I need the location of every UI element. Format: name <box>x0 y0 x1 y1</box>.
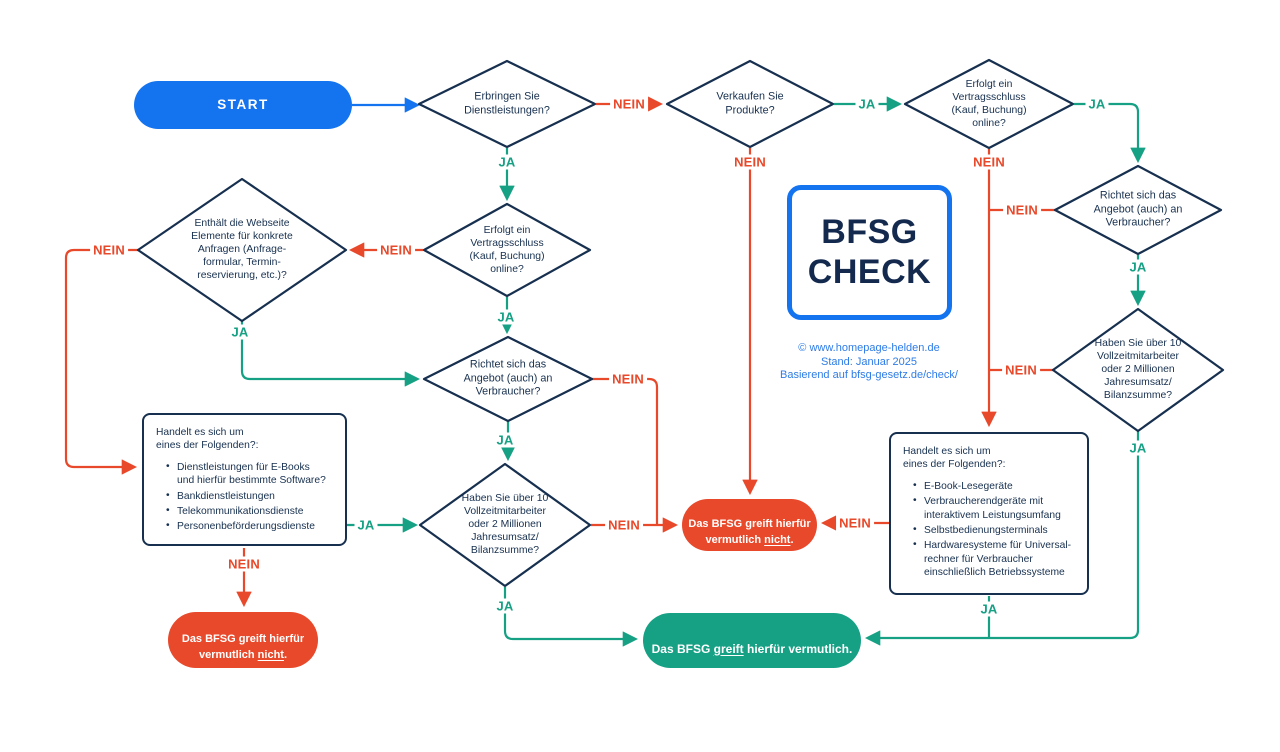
decision-contract-top-shape <box>903 58 1075 150</box>
edge-label-ja: JA <box>1085 96 1109 112</box>
edge-label-nein: NEIN <box>1003 202 1041 218</box>
edge-ja-threshold-right-to-applies <box>864 431 1140 646</box>
edge-label-ja: JA <box>1126 259 1150 275</box>
decision-diamonds <box>136 58 1225 588</box>
result-not-applicable-left: Das BFSG greift hierfür vermutlich nicht… <box>168 612 318 668</box>
edge-ja-threshold-mid-to-applies <box>503 587 639 647</box>
edge-label-ja: JA <box>493 432 517 448</box>
edge-label-nein: NEIN <box>225 556 263 572</box>
decision-products-label: Verkaufen Sie Produkte? <box>716 90 784 116</box>
box-product-categories-list: E-Book-Lesegeräte Verbraucherendgeräte m… <box>903 479 1075 580</box>
edge-label-nein: NEIN <box>90 242 128 258</box>
list-item: Telekommunikationsdienste <box>166 504 333 518</box>
bfsg-check-logo-text: BFSG CHECK <box>807 213 932 291</box>
list-item: Personenbeförderungsdienste <box>166 519 333 533</box>
list-item: Dienstleistungen für E-Books und hierfür… <box>166 460 333 488</box>
list-item: Selbstbedienungsterminals <box>913 523 1075 537</box>
decision-threshold-right-shape <box>1051 307 1225 433</box>
result-text-post: hierfür vermutlich. <box>743 641 853 656</box>
edge-label-ja: JA <box>493 598 517 614</box>
box-product-categories: Handelt es sich um eines der Folgenden?:… <box>889 432 1089 595</box>
box-service-exceptions-list: Dienstleistungen für E-Books und hierfür… <box>156 460 333 534</box>
result-text-pre: Das BFSG <box>651 641 714 656</box>
list-item: Hardwaresysteme für Universal- rechner f… <box>913 538 1075 579</box>
decision-website-label: Enthält die Webseite Elemente für konkre… <box>191 218 293 282</box>
edge-label-nein: NEIN <box>1002 362 1040 378</box>
result-text: Das BFSG greift hierfür vermutlich nicht… <box>182 617 304 663</box>
box-service-exceptions: Handelt es sich um eines der Folgenden?:… <box>142 413 347 546</box>
edge-label-ja: JA <box>855 96 879 112</box>
box-service-exceptions-title: Handelt es sich um eines der Folgenden?: <box>156 427 259 452</box>
result-text-underline: nicht <box>764 533 791 546</box>
result-text-pre: Das BFSG greift hierfür vermutlich <box>181 633 305 661</box>
edge-label-nein: NEIN <box>609 371 647 387</box>
edge-label-nein: NEIN <box>610 96 648 112</box>
edge-label-nein: NEIN <box>605 517 643 533</box>
decision-threshold-mid-shape <box>418 462 592 588</box>
edge-label-ja: JA <box>228 324 252 340</box>
decision-services-shape <box>417 59 597 149</box>
result-text-pre: Das BFSG greift hierfür vermutlich <box>688 518 811 546</box>
list-item: Verbraucherendgeräte mit interaktivem Le… <box>913 494 1075 522</box>
edge-nein-consumers-mid-join <box>592 377 659 524</box>
result-not-applicable-center: Das BFSG greift hierfür vermutlich nicht… <box>682 499 817 551</box>
decision-consumers-right-shape <box>1053 164 1223 256</box>
result-text: Das BFSG greift hierfür vermutlich nicht… <box>688 502 810 548</box>
decision-services-label: Erbringen Sie Dienstleistungen? <box>464 90 550 116</box>
edge-ja-contract-to-consumers-right <box>1074 102 1146 164</box>
decision-products-shape <box>665 59 835 149</box>
edge-label-nein: NEIN <box>377 242 415 258</box>
edge-label-nein: NEIN <box>731 154 769 170</box>
edge-label-ja: JA <box>354 517 378 533</box>
result-text-post: . <box>790 533 794 546</box>
result-text-underline: greift <box>713 641 744 656</box>
start-node: START <box>134 81 352 129</box>
bfsg-check-logo: BFSG CHECK <box>787 185 952 320</box>
edge-label-ja: JA <box>494 309 518 325</box>
edge-label-ja: JA <box>495 154 519 170</box>
decision-contract-mid-label: Erfolgt ein Vertragsschluss (Kauf, Buchu… <box>469 224 545 276</box>
edge-label-nein: NEIN <box>970 154 1008 170</box>
list-item: Bankdienstleistungen <box>166 488 333 503</box>
edge-nein-website-to-leftbox <box>64 248 138 475</box>
box-product-categories-title: Handelt es sich um eines der Folgenden?: <box>903 446 1006 471</box>
list-item: E-Book-Lesegeräte <box>913 479 1075 493</box>
start-label: START <box>217 96 269 112</box>
result-text-underline: nicht <box>257 648 284 661</box>
result-applicable: Das BFSG greift hierfür vermutlich. <box>643 613 861 668</box>
result-text-post: . <box>283 648 288 661</box>
result-text: Das BFSG greift hierfür vermutlich. <box>652 624 853 658</box>
edge-label-nein: NEIN <box>836 515 874 531</box>
decision-consumers-mid-shape <box>422 335 594 423</box>
decision-threshold-mid-label: Haben Sie über 10 Vollzeitmitarbeiter od… <box>461 493 549 557</box>
decision-contract-top-label: Erfolgt ein Vertragsschluss (Kauf, Buchu… <box>951 78 1027 130</box>
decision-contract-mid-shape <box>422 202 592 298</box>
credits-note: © www.homepage-helden.de Stand: Januar 2… <box>780 342 958 382</box>
decision-threshold-right-label: Haben Sie über 10 Vollzeitmitarbeiter od… <box>1094 338 1182 402</box>
edge-label-ja: JA <box>977 601 1001 617</box>
edge-label-ja: JA <box>1126 440 1150 456</box>
decision-consumers-right-label: Richtet sich das Angebot (auch) an Verbr… <box>1093 189 1183 229</box>
edge-ja-website-to-consumers-mid <box>240 321 421 387</box>
decision-consumers-mid-label: Richtet sich das Angebot (auch) an Verbr… <box>463 358 553 398</box>
decision-website-shape <box>136 177 348 323</box>
